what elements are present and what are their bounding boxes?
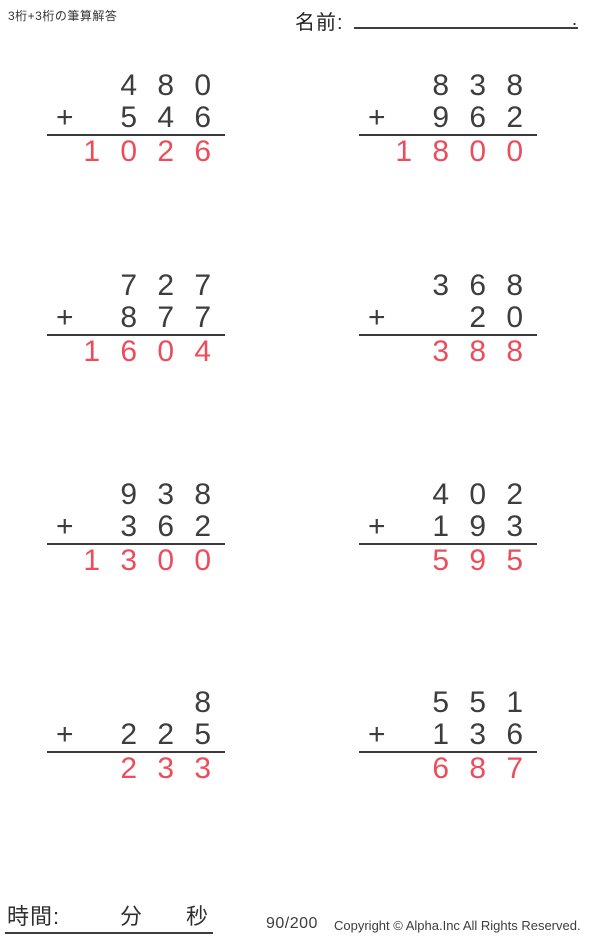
answer-line	[359, 751, 537, 753]
plus-sign: +	[368, 301, 386, 334]
plus-sign: +	[368, 510, 386, 543]
answer-line	[359, 134, 537, 136]
name-blank-line: .	[354, 0, 578, 29]
answer-line	[47, 334, 225, 336]
answer-line	[47, 543, 225, 545]
plus-sign: +	[56, 510, 74, 543]
sheet-title: 3桁+3桁の筆算解答	[8, 9, 118, 23]
answer-line	[47, 751, 225, 753]
answer-line	[47, 134, 225, 136]
name-label: 名前:	[295, 12, 344, 34]
name-line-period: .	[571, 9, 577, 29]
top-addend: 8	[194, 686, 211, 719]
plus-sign: +	[56, 101, 74, 134]
time-blank-line: 時間: 分 秒	[5, 899, 213, 934]
plus-sign: +	[368, 101, 386, 134]
time-label: 時間:	[7, 904, 61, 929]
answer-line	[359, 543, 537, 545]
page-number: 90/200	[266, 915, 318, 932]
top-addend-row: 8	[47, 687, 225, 719]
answer-line	[359, 334, 537, 336]
plus-sign: +	[56, 718, 74, 751]
seconds-label: 秒	[186, 904, 209, 929]
plus-sign: +	[56, 301, 74, 334]
copyright-notice: Copyright © Alpha.Inc All Rights Reserve…	[334, 918, 581, 933]
minutes-label: 分	[120, 904, 143, 929]
plus-sign: +	[368, 718, 386, 751]
